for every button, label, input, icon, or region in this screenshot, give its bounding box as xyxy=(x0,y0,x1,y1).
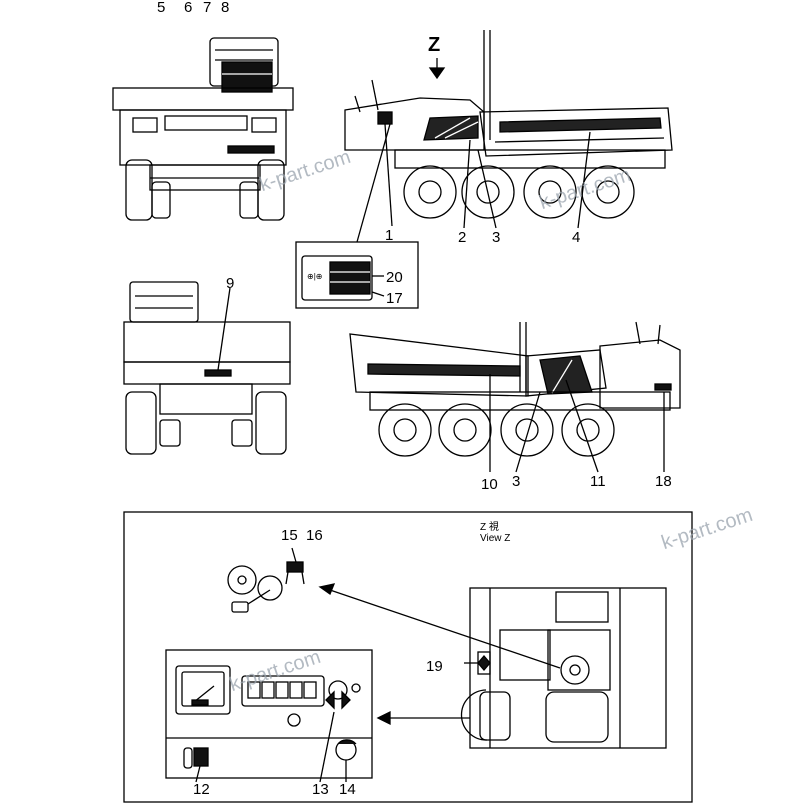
callout-9: 9 xyxy=(226,275,235,292)
callout-13: 13 xyxy=(312,781,329,798)
callout-1: 1 xyxy=(385,227,394,244)
stripe-10 xyxy=(367,363,521,377)
decal-1 xyxy=(377,111,393,125)
decal-6-7-8 xyxy=(221,61,273,93)
decal-5 xyxy=(227,145,275,154)
front-view-vehicle xyxy=(112,37,294,221)
callout-15: 15 xyxy=(281,527,298,544)
svg-text:⊕|⊕: ⊕|⊕ xyxy=(307,272,322,281)
decal-12 xyxy=(193,747,209,767)
cockpit-top-view xyxy=(318,583,667,749)
view-z-frame xyxy=(123,511,693,803)
stripe-2 xyxy=(423,115,479,141)
callout-20: 20 xyxy=(386,269,403,286)
callout-2: 2 xyxy=(458,229,467,246)
callout-8: 8 xyxy=(221,0,230,16)
indicator-detail xyxy=(227,547,305,613)
rear-view-vehicle xyxy=(123,281,291,455)
callout-6: 6 xyxy=(184,0,193,16)
callout-18: 18 xyxy=(655,473,672,490)
plate-decal xyxy=(329,261,371,295)
dashboard-panel xyxy=(165,649,373,783)
label-plate-box: ⊕|⊕ xyxy=(295,123,419,309)
view-z-caption-line2: View Z xyxy=(480,533,511,544)
side-view-left xyxy=(344,30,673,229)
decal-9 xyxy=(204,369,232,377)
callout-11: 11 xyxy=(590,473,606,490)
callout-10: 10 xyxy=(481,476,498,493)
callout-17: 17 xyxy=(386,290,403,307)
callout-19: 19 xyxy=(426,658,443,675)
callout-12: 12 xyxy=(193,781,210,798)
side-view-right xyxy=(349,321,681,473)
callout-16: 16 xyxy=(306,527,323,544)
stripe-11 xyxy=(539,355,593,395)
callout-14: 14 xyxy=(339,781,356,798)
callout-3: 3 xyxy=(492,229,501,246)
view-z-caption-line1: Z 視 xyxy=(480,522,499,533)
stripe-4 xyxy=(499,117,662,133)
view-z-marker: Z xyxy=(428,34,441,56)
decal-18 xyxy=(654,383,672,391)
callout-7: 7 xyxy=(203,0,212,16)
callout-3b: 3 xyxy=(512,473,521,490)
callout-4: 4 xyxy=(572,229,581,246)
callout-5: 5 xyxy=(157,0,166,16)
